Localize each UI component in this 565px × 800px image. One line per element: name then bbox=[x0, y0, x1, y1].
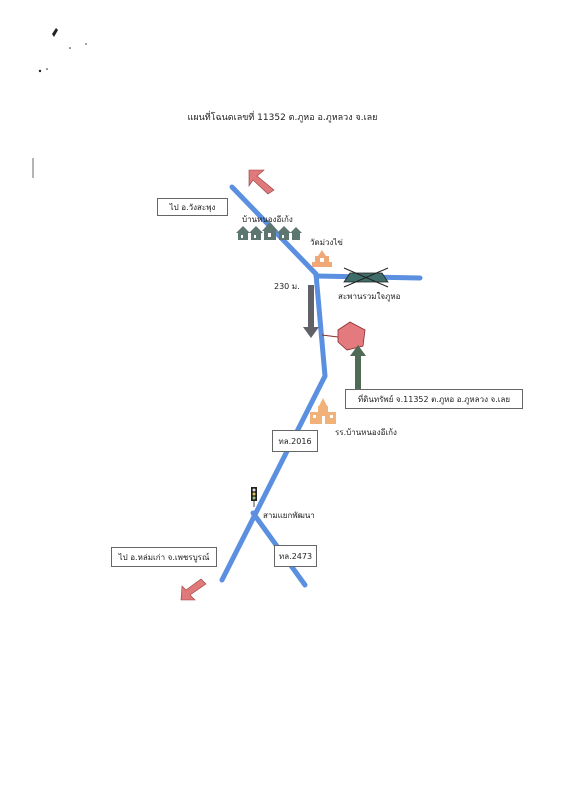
bridge-label: สะพานรวมใจภูหอ bbox=[338, 292, 401, 301]
bridge-icon bbox=[343, 267, 389, 288]
property-pointer-arrow-icon bbox=[350, 345, 366, 390]
village-label: บ้านหนองอีเก้ง bbox=[242, 215, 293, 224]
junction-label: สามแยกพัฒนา bbox=[263, 511, 315, 520]
distance-arrow-icon bbox=[303, 285, 319, 338]
property-marker-icon bbox=[321, 321, 366, 351]
traffic-light-icon bbox=[251, 487, 257, 507]
school-label: รร.บ้านหนองอีเก้ง bbox=[335, 428, 397, 437]
property-label: ที่ดินทรัพย์ จ.11352 ต.ภูหอ อ.ภูหลวง จ.เ… bbox=[345, 389, 523, 409]
highway-2016-label: ทล.2016 bbox=[272, 430, 318, 452]
map-title: แผนที่โฉนดเลขที่ 11352 ต.ภูหอ อ.ภูหลวง จ… bbox=[187, 113, 378, 123]
school-icon bbox=[310, 398, 336, 424]
to-wang-saphung-label: ไป อ.วังสะพุง bbox=[157, 198, 228, 216]
highway-2473-label: ทล.2473 bbox=[274, 545, 317, 567]
temple-icon bbox=[312, 250, 332, 267]
southwest-arrow-icon bbox=[180, 578, 207, 601]
temple-label: วัดม่วงไข่ bbox=[310, 238, 343, 247]
to-lom-kao-label: ไป อ.หล่มเก่า จ.เพชรบูรณ์ bbox=[111, 547, 217, 567]
scan-specks bbox=[32, 28, 87, 178]
north-arrow-icon bbox=[248, 169, 275, 195]
village-houses-icon bbox=[236, 222, 302, 240]
distance-label: 230 ม. bbox=[274, 282, 300, 291]
